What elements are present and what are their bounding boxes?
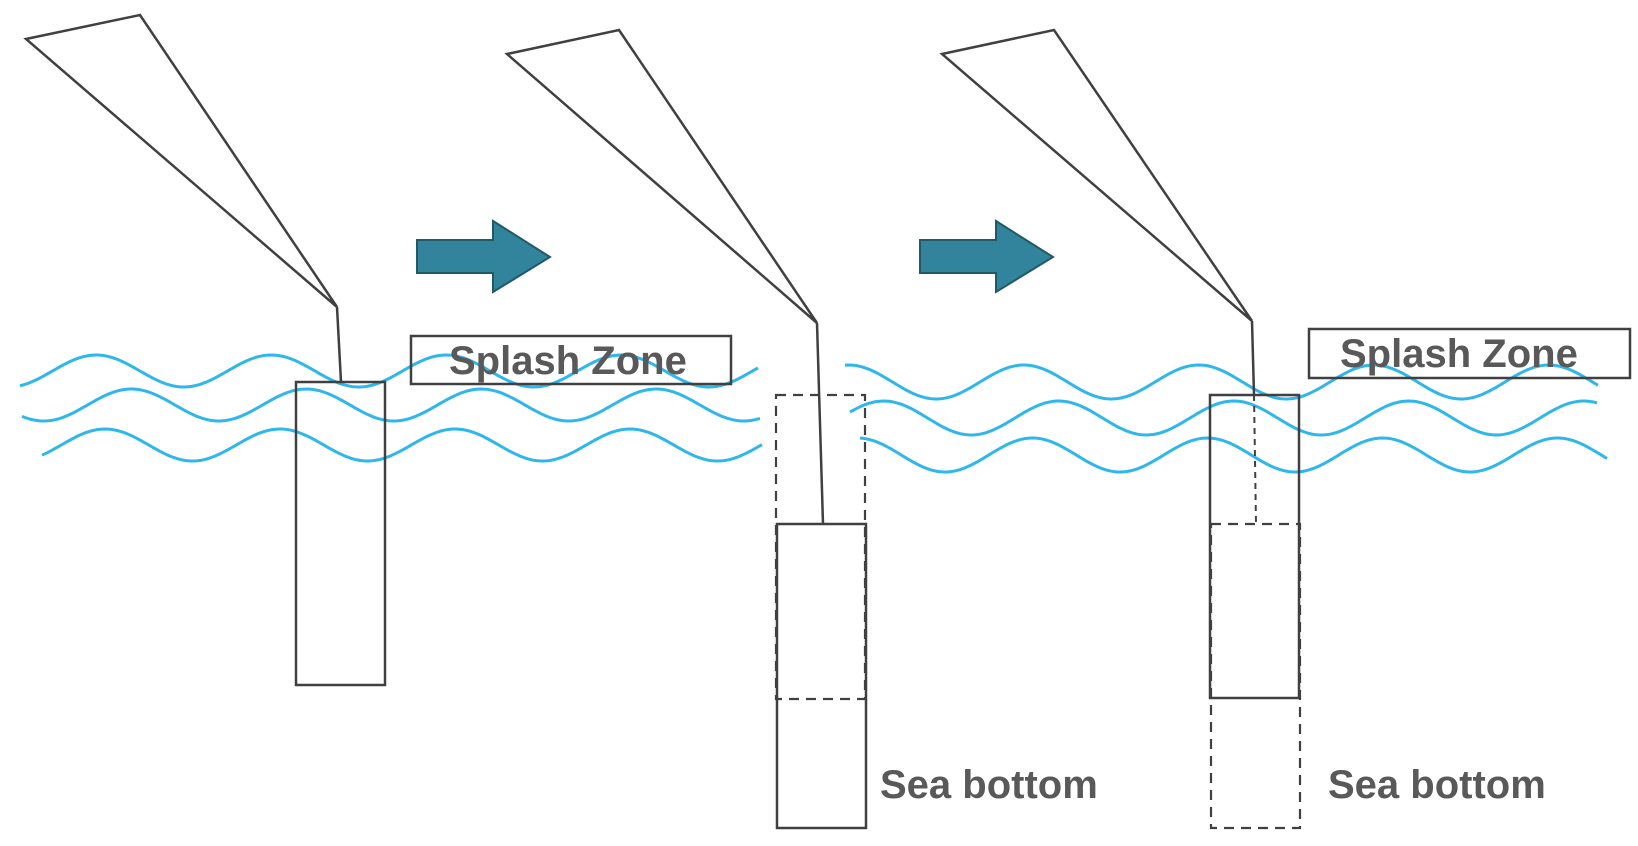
crane-wire-1 <box>335 306 343 383</box>
splash-zone-label-text-1: Splash Zone <box>449 339 687 383</box>
splash-zone-label-box-1 <box>409 334 733 386</box>
crane-wire-3-hidden <box>1253 394 1257 525</box>
splash-zone-label-2: Splash Zone <box>1307 327 1632 380</box>
crane-boom-2 <box>504 28 819 324</box>
stage-3-structure-raised-back <box>939 28 1302 830</box>
wave-line-right-top <box>844 363 1599 401</box>
next-step-arrow-2 <box>919 219 1055 294</box>
sea-bottom-label-1: Sea bottom <box>880 763 1098 807</box>
previous-position-ghost-3 <box>1209 522 1302 830</box>
wave-line-right-bottom <box>859 436 1608 474</box>
stage-2-structure-lowered <box>504 28 868 830</box>
wave-line-right-middle <box>849 399 1598 437</box>
splash-zone-label-box-2 <box>1307 327 1632 380</box>
crane-wire-2 <box>815 322 825 525</box>
crane-boom-3 <box>939 28 1254 322</box>
stage-1-structure-in-splash-zone <box>23 13 387 687</box>
splash-zone-label-text-2: Splash Zone <box>1340 332 1578 376</box>
splash-zone-label-1: Splash Zone <box>409 334 733 386</box>
wave-line-left-bottom <box>41 427 763 463</box>
sea-waves <box>19 353 1608 474</box>
structure-box-2 <box>775 522 868 830</box>
wave-line-left-top <box>19 353 759 389</box>
next-step-arrow-1 <box>416 219 552 294</box>
sea-bottom-label-2: Sea bottom <box>1328 763 1546 807</box>
crane-wire-3 <box>1250 320 1256 396</box>
structure-box-1 <box>294 380 387 687</box>
wave-line-left-middle <box>21 387 761 423</box>
crane-boom-1 <box>23 13 339 308</box>
